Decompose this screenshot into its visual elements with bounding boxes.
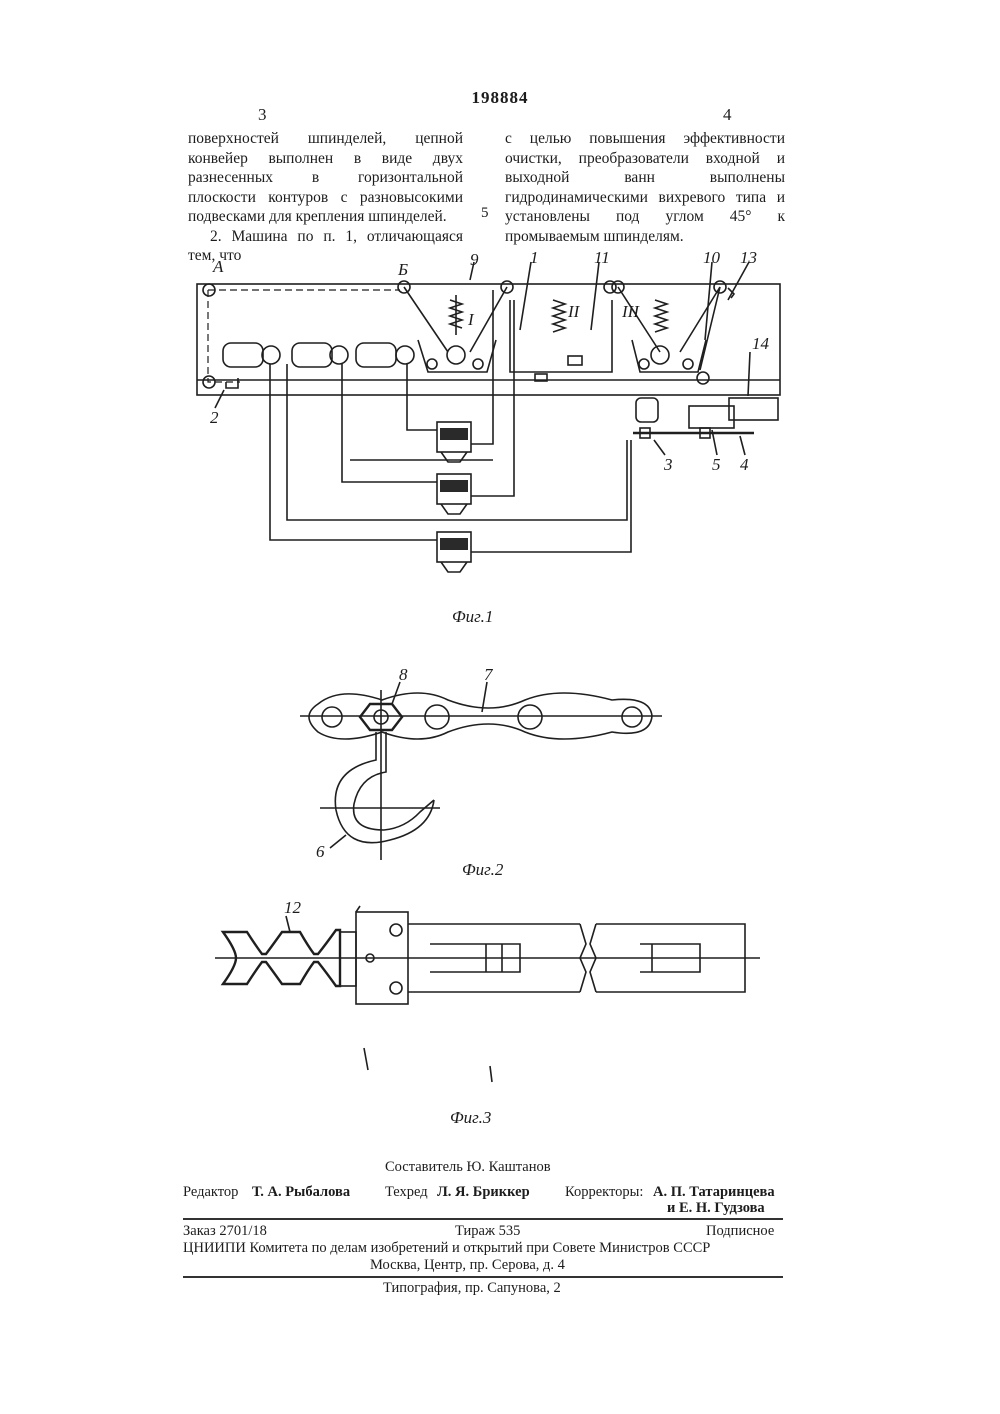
imprint-address: Москва, Центр, пр. Серова, д. 4 bbox=[370, 1256, 565, 1274]
imprint-institute: ЦНИИПИ Комитета по делам изобретений и о… bbox=[183, 1239, 710, 1257]
imprint-rule-2 bbox=[183, 1276, 783, 1278]
imprint-techred-name: Л. Я. Бриккер bbox=[437, 1183, 530, 1201]
imprint-correctors-label: Корректоры: bbox=[565, 1183, 643, 1201]
imprint-circulation: Тираж 535 bbox=[455, 1222, 520, 1240]
imprint-techred-label: Техред bbox=[385, 1183, 428, 1201]
imprint-editor-name: Т. А. Рыбалова bbox=[252, 1183, 350, 1201]
imprint-editor-label: Редактор bbox=[183, 1183, 238, 1201]
imprint-subscription: Подписное bbox=[706, 1222, 774, 1240]
imprint-printing: Типография, пр. Сапунова, 2 bbox=[383, 1279, 561, 1297]
imprint-rule-1 bbox=[183, 1218, 783, 1220]
imprint-corrector-2: и Е. Н. Гудзова bbox=[667, 1199, 765, 1217]
imprint-compiler: Составитель Ю. Каштанов bbox=[385, 1158, 551, 1176]
imprint-order: Заказ 2701/18 bbox=[183, 1222, 267, 1240]
